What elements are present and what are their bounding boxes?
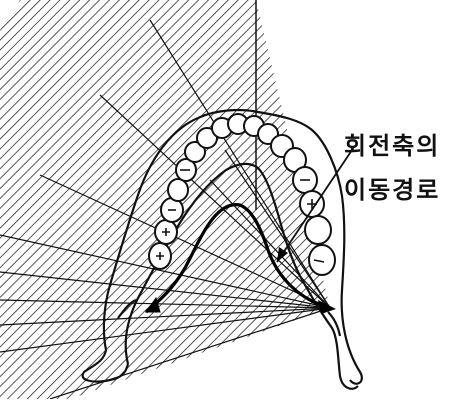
annotation-label-line2: 이동경로 <box>344 178 440 202</box>
annotation-label-line1: 회전축의 <box>344 134 440 158</box>
